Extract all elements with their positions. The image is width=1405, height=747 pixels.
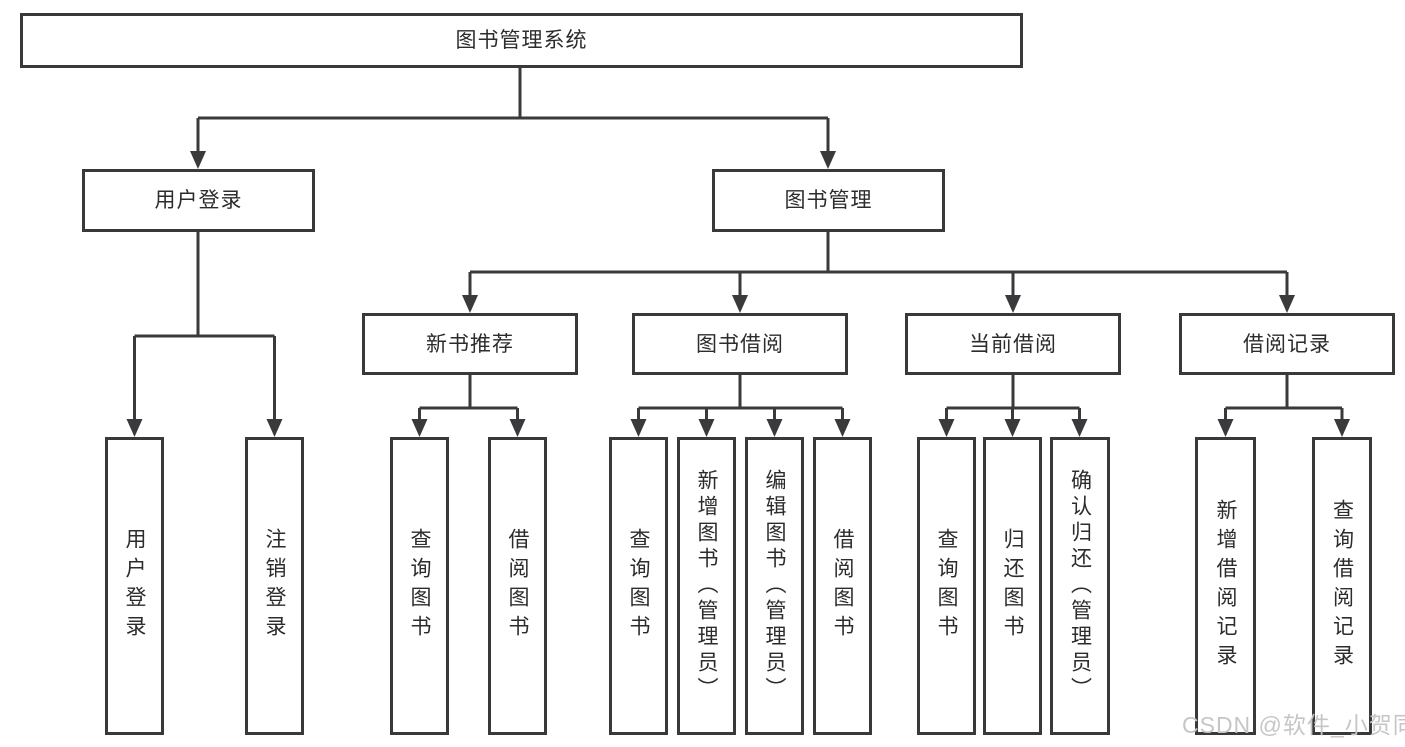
node-borrowing-records: 借阅记录 <box>1179 313 1395 375</box>
leaf-user-login: 用户登录 <box>105 437 164 735</box>
leaf-return-books: 归还图书 <box>983 437 1042 735</box>
node-root: 图书管理系统 <box>20 13 1023 68</box>
node-label: 用户登录 <box>123 528 146 644</box>
leaf-query-books-borrowing: 查询图书 <box>609 437 668 735</box>
node-label: 图书借阅 <box>696 332 784 356</box>
node-book-borrowing: 图书借阅 <box>632 313 848 375</box>
node-label: 确认归还（管理员） <box>1068 469 1092 703</box>
node-label: 查询借阅记录 <box>1330 499 1354 673</box>
node-label: 用户登录 <box>154 189 243 212</box>
node-label: 新增借阅记录 <box>1214 499 1237 673</box>
node-label: 查询图书 <box>935 528 958 644</box>
node-label: 借阅图书 <box>506 528 529 644</box>
node-label: 图书管理系统 <box>455 29 588 52</box>
node-current-borrowing: 当前借阅 <box>905 313 1121 375</box>
node-user-login: 用户登录 <box>82 169 315 232</box>
leaf-query-books-recommend: 查询图书 <box>390 437 449 735</box>
leaf-confirm-return-admin: 确认归还（管理员） <box>1050 437 1110 735</box>
leaf-borrow-books-borrowing: 借阅图书 <box>813 437 872 735</box>
leaf-edit-books-admin: 编辑图书（管理员） <box>745 437 804 735</box>
node-label: 新增图书（管理员） <box>695 469 718 703</box>
node-book-management: 图书管理 <box>712 169 945 232</box>
leaf-borrow-books-recommend: 借阅图书 <box>488 437 547 735</box>
node-label: 新书推荐 <box>426 332 514 356</box>
node-label: 编辑图书（管理员） <box>763 469 786 703</box>
node-label: 借阅记录 <box>1243 332 1331 356</box>
node-label: 注销登录 <box>263 528 286 644</box>
watermark: CSDN @软件_小贺同学 <box>1182 712 1405 738</box>
leaf-query-borrow-record: 查询借阅记录 <box>1312 437 1372 735</box>
node-label: 查询图书 <box>627 528 650 644</box>
node-label: 当前借阅 <box>969 332 1057 356</box>
leaf-add-borrow-record: 新增借阅记录 <box>1195 437 1256 735</box>
node-label: 查询图书 <box>408 528 431 644</box>
leaf-add-books-admin: 新增图书（管理员） <box>677 437 736 735</box>
leaf-logout: 注销登录 <box>245 437 304 735</box>
node-label: 归还图书 <box>1001 528 1024 644</box>
node-new-book-recommend: 新书推荐 <box>362 313 578 375</box>
leaf-query-books-current: 查询图书 <box>917 437 976 735</box>
node-label: 借阅图书 <box>831 528 854 644</box>
node-label: 图书管理 <box>784 189 873 212</box>
